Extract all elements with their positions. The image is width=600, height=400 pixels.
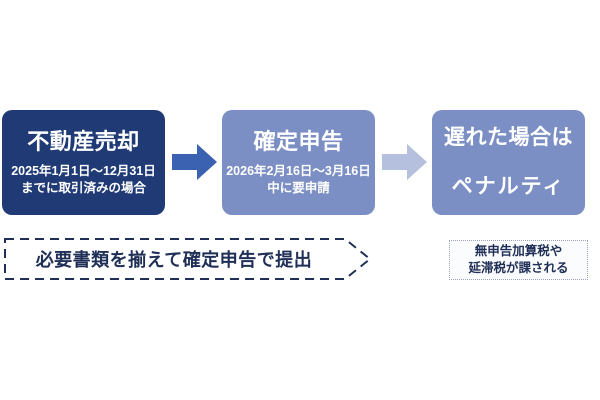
right-arrow-icon <box>382 143 428 181</box>
note-line-1: 無申告加算税や <box>474 243 563 258</box>
process-step-final-tax-return: 確定申告 2026年2月16日〜3月16日 中に要申請 <box>222 110 375 215</box>
step-title-line-2: ペナルティ <box>451 174 566 198</box>
process-step-real-estate-sale: 不動産売却 2025年1月1日〜12月31日 までに取引済みの場合 <box>2 110 165 215</box>
step-subtitle-line-1: 2025年1月1日〜12月31日 <box>11 164 156 179</box>
note-penalty-taxes: 無申告加算税や 延滞税が課される <box>449 240 588 280</box>
right-arrow-icon <box>172 143 218 181</box>
step-subtitle: 2025年1月1日〜12月31日 までに取引済みの場合 <box>11 163 156 196</box>
note-line-2: 延滞税が課される <box>468 261 569 275</box>
step-subtitle-line-2: 中に要申請 <box>267 180 330 195</box>
banner-required-documents: 必要書類を揃えて確定申告で提出 <box>4 238 372 280</box>
step-title-line-1: 遅れた場合は <box>444 125 573 149</box>
step-title: 確定申告 <box>253 128 344 154</box>
process-step-penalty: 遅れた場合は ペナルティ <box>432 110 585 215</box>
step-subtitle: 2026年2月16日〜3月16日 中に要申請 <box>226 163 371 196</box>
step-subtitle-line-1: 2026年2月16日〜3月16日 <box>226 164 371 179</box>
step-subtitle-line-2: までに取引済みの場合 <box>20 180 146 195</box>
banner-label: 必要書類を揃えて確定申告で提出 <box>35 250 313 270</box>
step-title: 不動産売却 <box>27 128 140 154</box>
